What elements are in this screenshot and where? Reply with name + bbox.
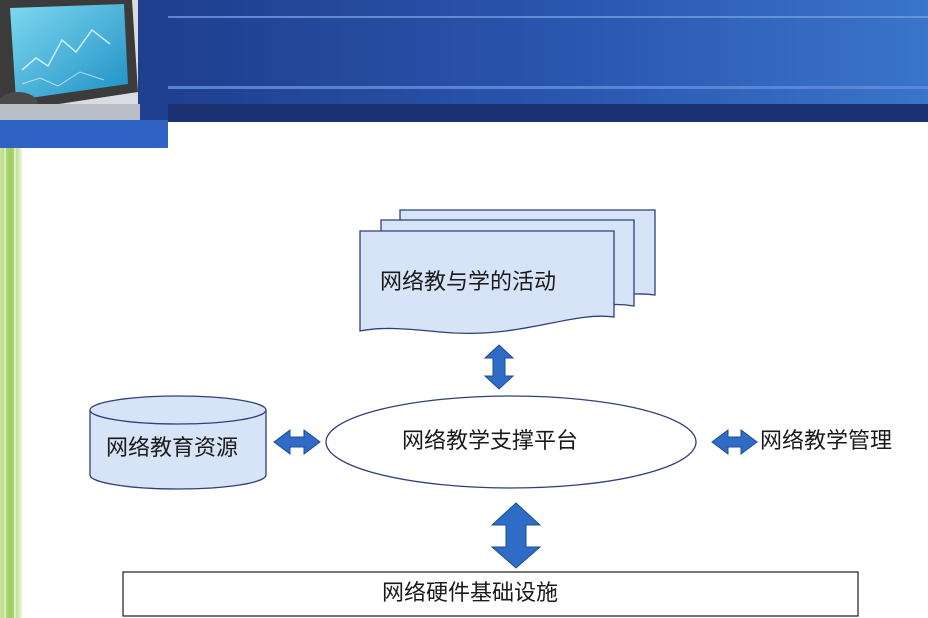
double-arrow-icon — [490, 502, 542, 569]
platform-node — [325, 395, 697, 489]
computer-monitor-icon — [0, 0, 168, 148]
side-stripe — [0, 148, 22, 618]
activities-label: 网络教与学的活动 — [380, 270, 557, 295]
header-banner — [168, 0, 928, 122]
platform-label: 网络教学支撑平台 — [402, 429, 579, 454]
infrastructure-node — [122, 571, 859, 617]
double-arrow-icon — [711, 429, 758, 455]
double-arrow-icon — [483, 344, 515, 390]
infrastructure-label: 网络硬件基础设施 — [382, 581, 559, 606]
management-label: 网络教学管理 — [760, 429, 893, 454]
resources-label: 网络教育资源 — [106, 436, 239, 461]
double-arrow-icon — [273, 429, 321, 455]
activities-node — [359, 209, 656, 335]
resources-node — [89, 395, 267, 490]
